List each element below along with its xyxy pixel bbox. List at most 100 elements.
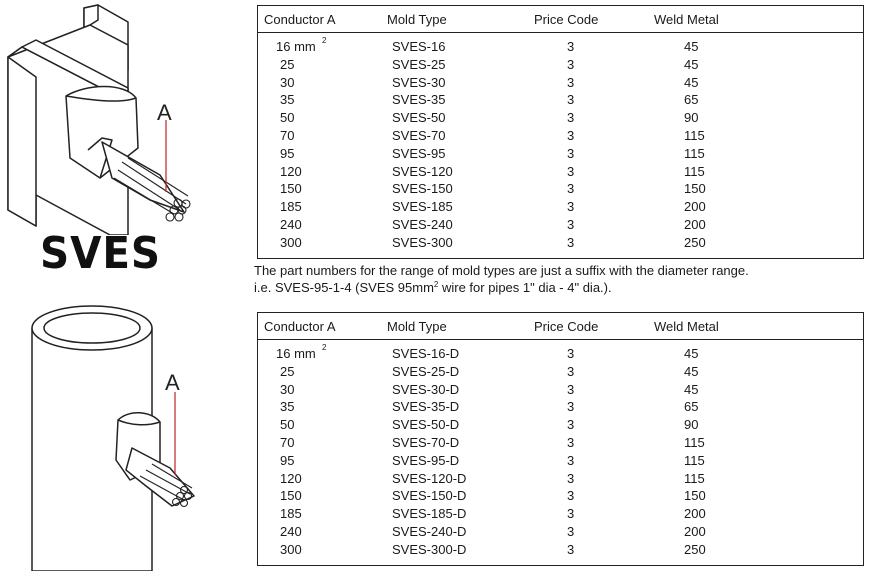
header-mold-type: Mold Type [387,319,447,334]
part-number-note-line1: The part numbers for the range of mold t… [254,263,749,278]
pipe-connection-illustration: A [31,305,195,571]
cell-price-code: 3 [567,417,575,433]
cell-weld-metal: 250 [684,234,706,250]
cell-conductor: 185 [280,506,302,522]
label-a-bottom: A [165,370,180,395]
cell-price-code: 3 [567,470,575,486]
cell-weld-metal: 45 [684,39,699,54]
label-a-top: A [157,100,172,125]
cell-weld-metal: 90 [684,110,699,126]
cell-conductor: 120 [280,163,302,179]
cell-weld-metal: 115 [684,128,705,143]
cell-mold-type: SVES-120 [392,163,453,179]
cell-price-code: 3 [567,524,575,539]
cell-mold-type: SVES-16 [392,39,446,54]
cell-mold-type: SVES-70 [392,128,446,143]
cell-weld-metal: 45 [684,381,699,397]
cell-price-code: 3 [567,381,575,397]
cell-price-code: 3 [567,181,575,197]
cell-conductor: 70 [280,128,295,143]
cell-mold-type: SVES-50 [392,110,446,126]
cell-price-code: 3 [567,39,575,54]
cell-mold-type: SVES-95 [392,145,446,161]
cell-conductor: 25 [280,56,295,72]
cell-mold-type: SVES-16-D [392,346,460,361]
cell-conductor: 300 [280,541,302,557]
header-mold-type: Mold Type [387,12,447,27]
part-number-note-line2: i.e. SVES-95-1-4 (SVES 95mm2 wire for pi… [254,280,612,295]
table-row: 70 SVES-70 3 115 [258,128,863,146]
cell-weld-metal: 45 [684,56,699,72]
cell-conductor: 16 mm [276,39,316,54]
cell-conductor: 35 [280,399,295,415]
cell-price-code: 3 [567,435,575,450]
cell-price-code: 3 [567,363,575,379]
cell-mold-type: SVES-30-D [392,381,460,397]
cell-conductor: 240 [280,217,302,232]
cell-mold-type: SVES-35-D [392,399,460,415]
cell-mold-type: SVES-70-D [392,435,460,450]
cell-conductor: 150 [280,181,302,197]
cell-price-code: 3 [567,128,575,143]
mold-table-flat: Conductor A Mold Type Price Code Weld Me… [257,5,864,259]
cell-price-code: 3 [567,234,575,250]
cell-mold-type: SVES-25-D [392,363,460,379]
cell-weld-metal: 115 [684,145,705,161]
header-price-code: Price Code [534,12,599,27]
cell-price-code: 3 [567,541,575,557]
cell-conductor: 35 [280,92,295,108]
table-header: Conductor A Mold Type Price Code Weld Me… [258,313,863,340]
cell-weld-metal: 250 [684,541,706,557]
cell-conductor: 185 [280,199,302,215]
cell-conductor: 25 [280,363,295,379]
note-example-text-end: wire for pipes 1" dia - 4" dia.). [438,280,612,295]
cell-price-code: 3 [567,452,575,468]
table-row: 150 SVES-150 3 150 [258,181,863,199]
cell-mold-type: SVES-150-D [392,488,467,504]
cell-conductor: 95 [280,452,295,468]
header-conductor: Conductor A [264,319,336,334]
header-weld-metal: Weld Metal [654,12,719,27]
cell-weld-metal: 200 [684,506,706,522]
unit-superscript: 2 [322,343,327,352]
table-row: 300 SVES-300-D 3 250 [258,542,863,560]
cell-mold-type: SVES-300-D [392,541,467,557]
cell-weld-metal: 115 [684,163,705,179]
cell-price-code: 3 [567,506,575,522]
cell-price-code: 3 [567,199,575,215]
cell-weld-metal: 90 [684,417,699,433]
cell-mold-type: SVES-185-D [392,506,467,522]
note-example-text: i.e. SVES-95-1-4 (SVES 95mm [254,280,434,295]
table-row: 30 SVES-30-D 3 45 [258,382,863,400]
cell-conductor: 50 [280,110,295,126]
cell-mold-type: SVES-120-D [392,470,467,486]
table-row: 120 SVES-120 3 115 [258,164,863,182]
cell-conductor: 30 [280,381,295,397]
cell-weld-metal: 65 [684,399,699,415]
cell-mold-type: SVES-50-D [392,417,460,433]
cell-weld-metal: 150 [684,488,706,504]
table-row: 185 SVES-185-D 3 200 [258,506,863,524]
cell-conductor: 95 [280,145,295,161]
cell-price-code: 3 [567,74,575,90]
cell-mold-type: SVES-300 [392,234,453,250]
header-conductor: Conductor A [264,12,336,27]
cell-weld-metal: 200 [684,524,706,539]
cell-mold-type: SVES-150 [392,181,453,197]
cell-mold-type: SVES-240 [392,217,453,232]
cell-weld-metal: 150 [684,181,706,197]
header-price-code: Price Code [534,319,599,334]
cell-price-code: 3 [567,163,575,179]
